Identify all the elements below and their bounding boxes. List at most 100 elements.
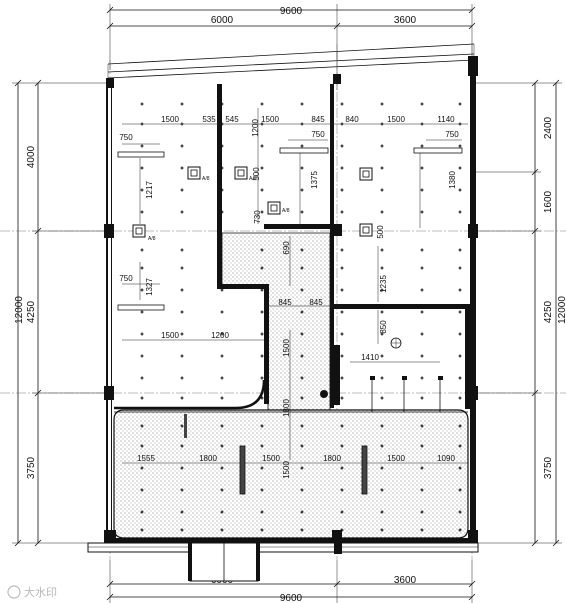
downlight-icon <box>140 188 144 192</box>
right-dim-4: 3750 <box>543 456 554 479</box>
downlight-icon <box>300 396 304 400</box>
downlight-icon <box>420 288 424 292</box>
bottom-dimension-chain: 6000 3600 9600 <box>106 560 476 603</box>
downlight-icon <box>140 144 144 148</box>
downlight-icon <box>220 396 224 400</box>
downlight-icon <box>380 528 384 532</box>
left-dim-2: 4250 <box>26 300 37 323</box>
downlight-icon <box>180 528 184 532</box>
dim-1500-b: 1500 <box>282 461 291 479</box>
downlight-icon <box>260 376 264 380</box>
downlight-icon <box>300 424 304 428</box>
downlight-icon <box>420 144 424 148</box>
dim-1200: 1200 <box>251 119 260 137</box>
downlight-icon <box>260 266 264 270</box>
downlight-icon <box>220 354 224 358</box>
dim-bottom-5: 1090 <box>437 454 455 463</box>
dim-1500-a: 1500 <box>282 339 291 357</box>
downlight-icon <box>220 528 224 532</box>
dim-500-a: 500 <box>252 167 261 181</box>
downlight-icon <box>300 266 304 270</box>
downlight-icon <box>140 424 144 428</box>
downlight-icon <box>420 376 424 380</box>
downlight-icon <box>420 122 424 126</box>
downlight-icon <box>420 248 424 252</box>
downlight-icon <box>260 396 264 400</box>
downlight-icon <box>180 510 184 514</box>
downlight-icon <box>380 288 384 292</box>
dim-bottom-1: 1800 <box>199 454 217 463</box>
downlight-icon <box>140 332 144 336</box>
dim-1800: 1800 <box>282 399 291 417</box>
right-dim-1: 2400 <box>543 116 554 139</box>
downlight-icon <box>220 466 224 470</box>
downlight-icon <box>340 248 344 252</box>
downlight-icon <box>380 332 384 336</box>
downlight-icon <box>420 396 424 400</box>
downlight-icon <box>180 466 184 470</box>
downlight-icon <box>180 248 184 252</box>
downlight-icon <box>140 396 144 400</box>
downlight-icon <box>140 288 144 292</box>
dim-500-b: 500 <box>376 225 385 239</box>
fixture-label: A/8 <box>282 208 290 214</box>
downlight-icon <box>420 332 424 336</box>
downlight-icon <box>220 210 224 214</box>
downlight-icon <box>260 210 264 214</box>
downlight-icon <box>458 102 462 106</box>
strip-lights <box>117 147 463 495</box>
left-dim-1: 4000 <box>26 145 37 168</box>
downlight-icon <box>420 424 424 428</box>
downlight-icon <box>340 466 344 470</box>
top-dimension-chain: 9600 6000 3600 <box>106 4 476 70</box>
downlight-icon <box>180 376 184 380</box>
downlight-icon <box>420 528 424 532</box>
downlight-icon <box>220 488 224 492</box>
downlight-icon <box>220 424 224 428</box>
downlight-icon <box>340 354 344 358</box>
downlight-icon <box>458 332 462 336</box>
downlight-icon <box>300 288 304 292</box>
downlight-icon <box>220 166 224 170</box>
downlight-icon <box>300 310 304 314</box>
downlight-icon <box>458 354 462 358</box>
dim-row2-0: 1500 <box>161 331 179 340</box>
downlight-icon <box>420 444 424 448</box>
downlight-icon <box>300 166 304 170</box>
left-dimension-chain: 12000 4000 4250 3750 <box>12 79 110 547</box>
downlight-icon <box>420 266 424 270</box>
dim-1327: 1327 <box>145 278 154 296</box>
dim-1235: 1235 <box>379 275 388 293</box>
dim-row2-1: 1200 <box>211 331 229 340</box>
downlight-icon <box>300 102 304 106</box>
dim-1375: 1375 <box>310 171 319 189</box>
downlight-icon <box>458 266 462 270</box>
downlight-icon <box>458 376 462 380</box>
dim-bottom-0: 1555 <box>137 454 155 463</box>
downlight-icon <box>380 266 384 270</box>
downlight-icon <box>140 102 144 106</box>
downlight-icon <box>340 376 344 380</box>
downlight-icon <box>380 396 384 400</box>
downlight-icon <box>380 310 384 314</box>
dim-750-b: 750 <box>311 130 325 139</box>
downlight-icon <box>420 210 424 214</box>
downlight-icon <box>458 166 462 170</box>
dim-row1-5: 840 <box>345 115 359 124</box>
downlight-icon <box>380 510 384 514</box>
downlight-icon <box>260 466 264 470</box>
top-right-dim: 3600 <box>394 15 417 26</box>
dotted-floor-areas <box>113 232 469 539</box>
downlight-icon <box>220 510 224 514</box>
downlight-icon <box>340 188 344 192</box>
dim-row1-3: 1500 <box>261 115 279 124</box>
downlight-icon <box>380 102 384 106</box>
downlight-icon <box>180 122 184 126</box>
right-dim-3: 4250 <box>543 300 554 323</box>
downlight-icon <box>340 488 344 492</box>
downlight-icon <box>260 310 264 314</box>
air-vent-fixture: A/8 <box>234 166 257 182</box>
downlight-icon <box>300 210 304 214</box>
downlight-icon <box>340 528 344 532</box>
downlight-icon <box>180 210 184 214</box>
